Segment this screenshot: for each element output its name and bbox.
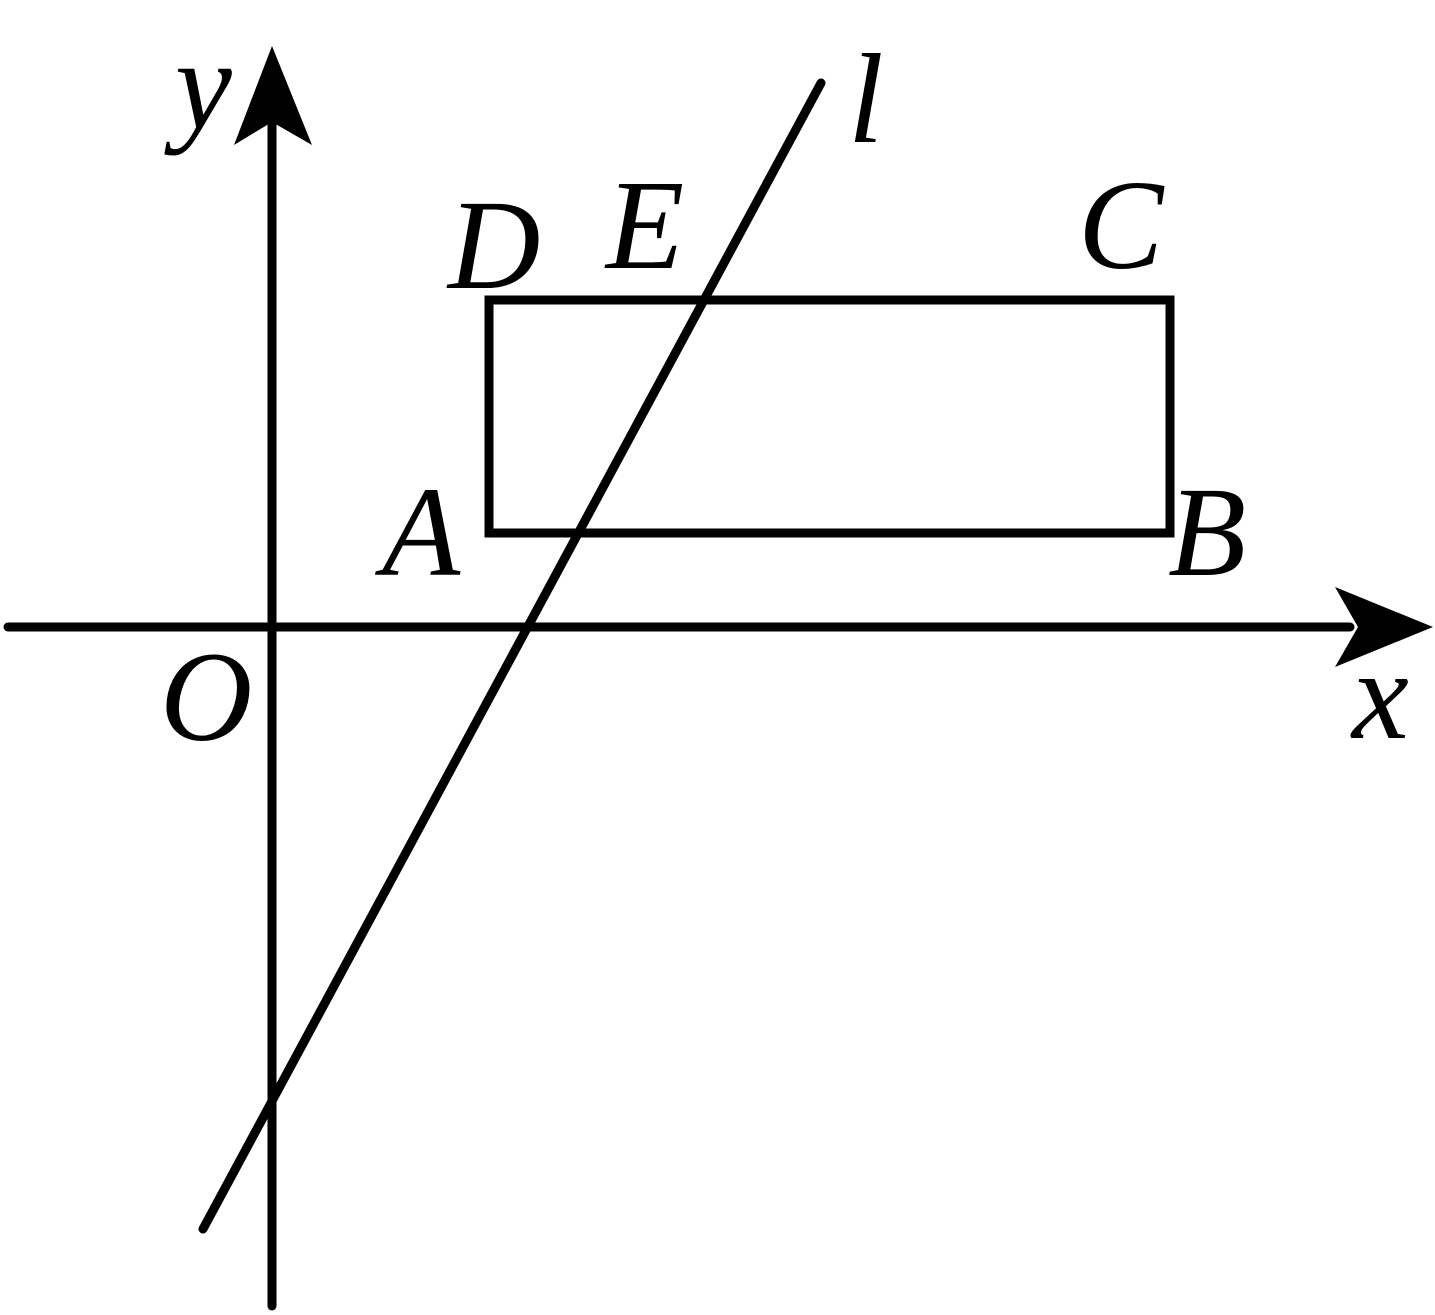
line-l xyxy=(198,78,826,1234)
x-axis-label: x xyxy=(1350,624,1409,766)
point-d-label: D xyxy=(446,174,540,316)
origin-label: O xyxy=(160,626,252,768)
y-axis-label: y xyxy=(164,14,232,156)
point-a-label: A xyxy=(375,461,461,603)
x-axis-arrowhead xyxy=(1335,587,1433,667)
rectangle-abcd xyxy=(484,295,1175,538)
line-l-label: l xyxy=(848,28,884,170)
point-c-label: C xyxy=(1078,154,1165,296)
point-b-label: B xyxy=(1168,461,1246,603)
y-axis-arrowhead xyxy=(234,46,312,145)
point-e-label: E xyxy=(604,154,684,296)
